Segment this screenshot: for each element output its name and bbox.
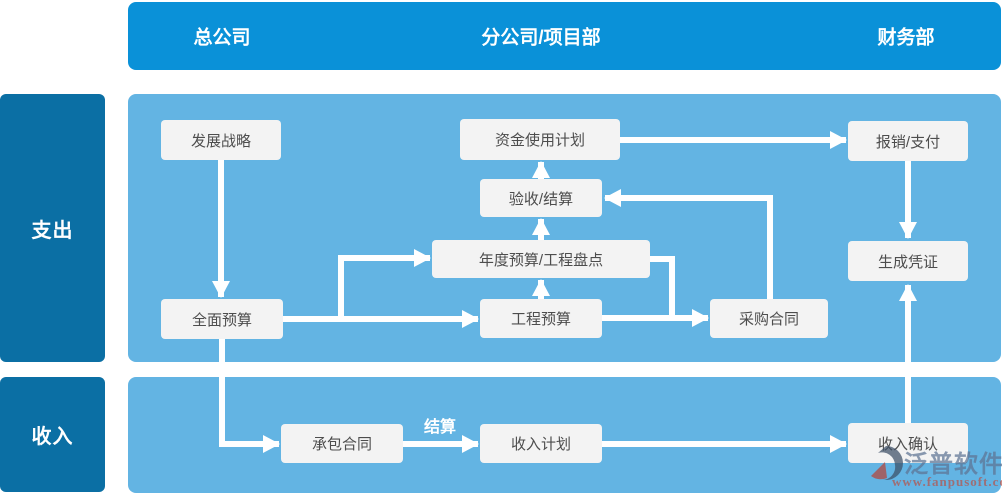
edge-label-settlement: 结算 [423, 419, 457, 436]
fanpu-logo-icon [871, 446, 903, 481]
column-header-finance-dept: 财务部 [877, 27, 935, 49]
column-header-head-office: 总公司 [193, 27, 251, 49]
node-development-strategy: 发展战略 [161, 120, 281, 160]
node-generate-voucher: 生成凭证 [848, 241, 968, 281]
row-header-expenditure: 支出 [0, 94, 105, 362]
node-project-budget: 工程预算 [480, 299, 602, 338]
row-header-income-label: 收入 [31, 426, 74, 448]
watermark-brand-text: 泛普软件 [904, 451, 1002, 478]
row-header-expenditure-label: 支出 [31, 219, 74, 242]
node-income-confirmation: 收入确认 [848, 423, 968, 463]
node-contracting-contract: 承包合同 [281, 424, 403, 463]
node-fund-usage-plan: 资金使用计划 [460, 119, 620, 160]
node-acceptance-settlement: 验收/结算 [480, 179, 602, 217]
node-comprehensive-budget: 全面预算 [161, 299, 283, 339]
node-reimbursement-payment: 报销/支付 [848, 121, 968, 161]
node-income-plan: 收入计划 [480, 424, 602, 463]
swimlane-header-bar: 总公司 分公司/项目部 财务部 [128, 2, 1001, 70]
node-annual-budget-inventory: 年度预算/工程盘点 [432, 240, 650, 278]
watermark: 泛普软件 www.fanpusoft.com [864, 443, 1002, 493]
column-header-branch-project: 分公司/项目部 [481, 27, 601, 49]
node-purchase-contract: 采购合同 [710, 299, 828, 338]
row-header-income: 收入 [0, 377, 105, 492]
watermark-url-text: www.fanpusoft.com [892, 474, 1002, 489]
